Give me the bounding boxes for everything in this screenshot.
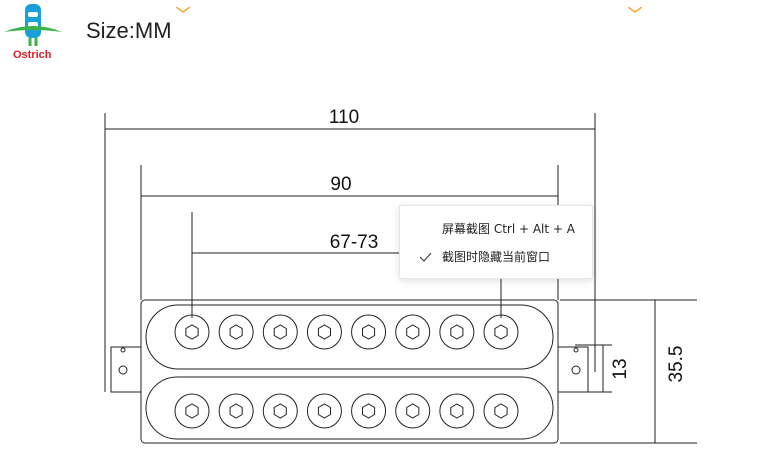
top-accent-right [627, 0, 643, 13]
pole-piece [483, 314, 519, 350]
dimension-label-pole-spacing: 67-73 [330, 232, 379, 253]
pole-piece [306, 314, 342, 350]
pickup-body [140, 299, 559, 444]
menu-item-screenshot[interactable]: 屏幕截图 Ctrl + Alt + A [400, 215, 592, 243]
size-label: Size:MM [86, 18, 172, 43]
pole-piece [306, 393, 342, 429]
pickup-coil-bottom [145, 376, 554, 440]
hex-socket-icon [185, 324, 199, 340]
dimension-label-tab: 13 [610, 358, 631, 379]
pole-piece [439, 314, 475, 350]
pole-piece [395, 393, 431, 429]
context-menu: 屏幕截图 Ctrl + Alt + A 截图时隐藏当前窗口 [399, 205, 593, 279]
hex-socket-icon [450, 324, 464, 340]
hex-socket-icon [317, 324, 331, 340]
pole-piece [262, 393, 298, 429]
brand-name: Ostrich [13, 49, 52, 61]
mounting-tab-left [110, 346, 141, 393]
hex-socket-icon [406, 403, 420, 419]
pole-piece [483, 393, 519, 429]
pole-piece [218, 393, 254, 429]
tab-rivet-left [120, 347, 126, 353]
dimension-label-height: 35.5 [666, 346, 687, 383]
pole-piece [351, 393, 387, 429]
pole-piece [174, 393, 210, 429]
hex-socket-icon [362, 403, 376, 419]
tab-rivet-right [573, 347, 579, 353]
hex-socket-icon [494, 324, 508, 340]
menu-item-screenshot-label: 屏幕截图 Ctrl + Alt + A [442, 222, 575, 236]
pole-piece [395, 314, 431, 350]
dimension-label-90: 90 [330, 174, 351, 195]
hex-socket-icon [406, 324, 420, 340]
hex-socket-icon [273, 324, 287, 340]
ostrich-logo-icon [0, 0, 64, 64]
pole-piece [351, 314, 387, 350]
pole-piece [262, 314, 298, 350]
hex-socket-icon [229, 324, 243, 340]
pickup-coil-top [145, 304, 554, 370]
hex-socket-icon [273, 403, 287, 419]
menu-item-hide-window-label: 截图时隐藏当前窗口 [442, 250, 551, 264]
mounting-hole-left [118, 365, 128, 375]
hex-socket-icon [317, 403, 331, 419]
mounting-hole-right [571, 365, 581, 375]
pole-piece [439, 393, 475, 429]
top-accent-left [175, 0, 191, 13]
pole-pieces [174, 314, 519, 429]
hex-socket-icon [229, 403, 243, 419]
pole-piece [174, 314, 210, 350]
checkmark-icon [418, 243, 432, 281]
hex-socket-icon [494, 403, 508, 419]
menu-item-hide-window[interactable]: 截图时隐藏当前窗口 [400, 243, 592, 271]
mounting-tab-right [558, 346, 589, 393]
hex-socket-icon [185, 403, 199, 419]
hex-socket-icon [450, 403, 464, 419]
dimension-label-110: 110 [329, 107, 359, 128]
pole-piece [218, 314, 254, 350]
hex-socket-icon [362, 324, 376, 340]
